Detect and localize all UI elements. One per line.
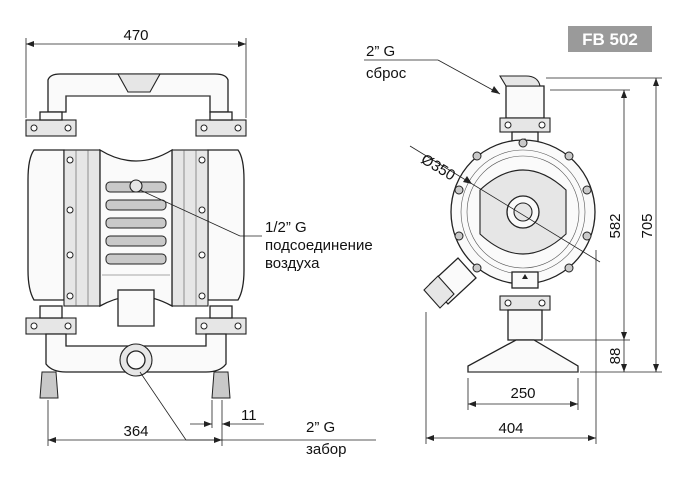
dim-offset-label: 11 (241, 407, 257, 424)
model-badge: FB 502 (568, 26, 652, 52)
suction-size: 2” G (306, 419, 335, 436)
side-view-pump (423, 75, 596, 373)
discharge-label: сброс (366, 65, 407, 82)
air-connection-size: 1/2” G (265, 219, 307, 236)
dim-height-base-label: 88 (607, 348, 624, 365)
suction-label: забор (306, 441, 347, 458)
side-view-dimensions (364, 59, 662, 444)
discharge-size: 2” G (366, 43, 395, 60)
air-connection-line1: подсоединение (265, 237, 373, 254)
dim-foot-width-label: 250 (510, 385, 535, 402)
diameter-label: Ø350 (418, 151, 458, 184)
front-view-dimensions (25, 38, 376, 446)
dim-depth-label: 404 (498, 420, 523, 437)
air-connection-line2: воздуха (265, 255, 320, 272)
dim-width-label: 470 (123, 27, 148, 44)
front-view-pump (25, 73, 247, 399)
model-badge-text: FB 502 (582, 30, 638, 49)
dim-base-width-label: 364 (123, 423, 148, 440)
dim-height-body-label: 582 (607, 213, 624, 238)
dim-height-total-label: 705 (639, 213, 656, 238)
